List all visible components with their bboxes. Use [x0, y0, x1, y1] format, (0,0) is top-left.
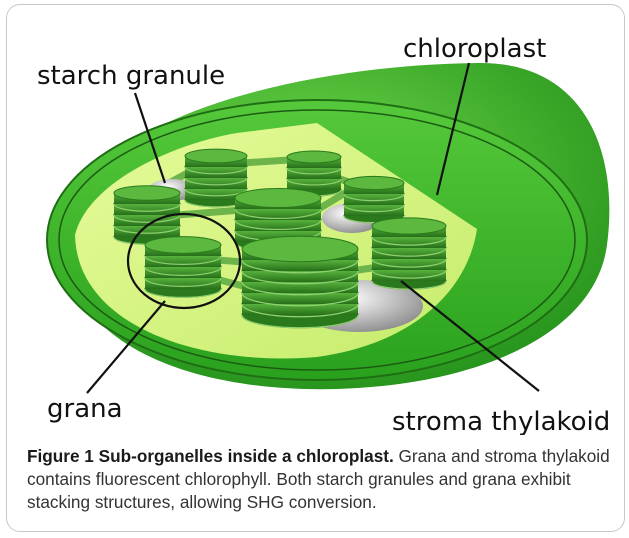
caption-title: Sub-organelles inside a chloroplast.: [99, 446, 394, 466]
label-stroma-thylakoid: stroma thylakoid: [392, 407, 610, 435]
granum-stack-icon: [242, 236, 358, 328]
granum-stack-icon: [344, 176, 404, 222]
caption-number: Figure 1: [27, 446, 94, 466]
label-starch-granule: starch granule: [37, 61, 225, 91]
figure-caption: Figure 1 Sub-organelles inside a chlorop…: [27, 445, 623, 514]
caption-heading: Figure 1 Sub-organelles inside a chlorop…: [27, 446, 394, 466]
figure-frame: chloroplast starch granule grana stroma …: [6, 4, 625, 532]
label-chloroplast: chloroplast: [403, 34, 546, 64]
granum-stack-icon: [145, 237, 221, 298]
granum-stack-icon: [372, 218, 446, 289]
chloroplast-diagram: chloroplast starch granule grana stroma …: [7, 5, 624, 435]
label-grana: grana: [47, 394, 123, 424]
